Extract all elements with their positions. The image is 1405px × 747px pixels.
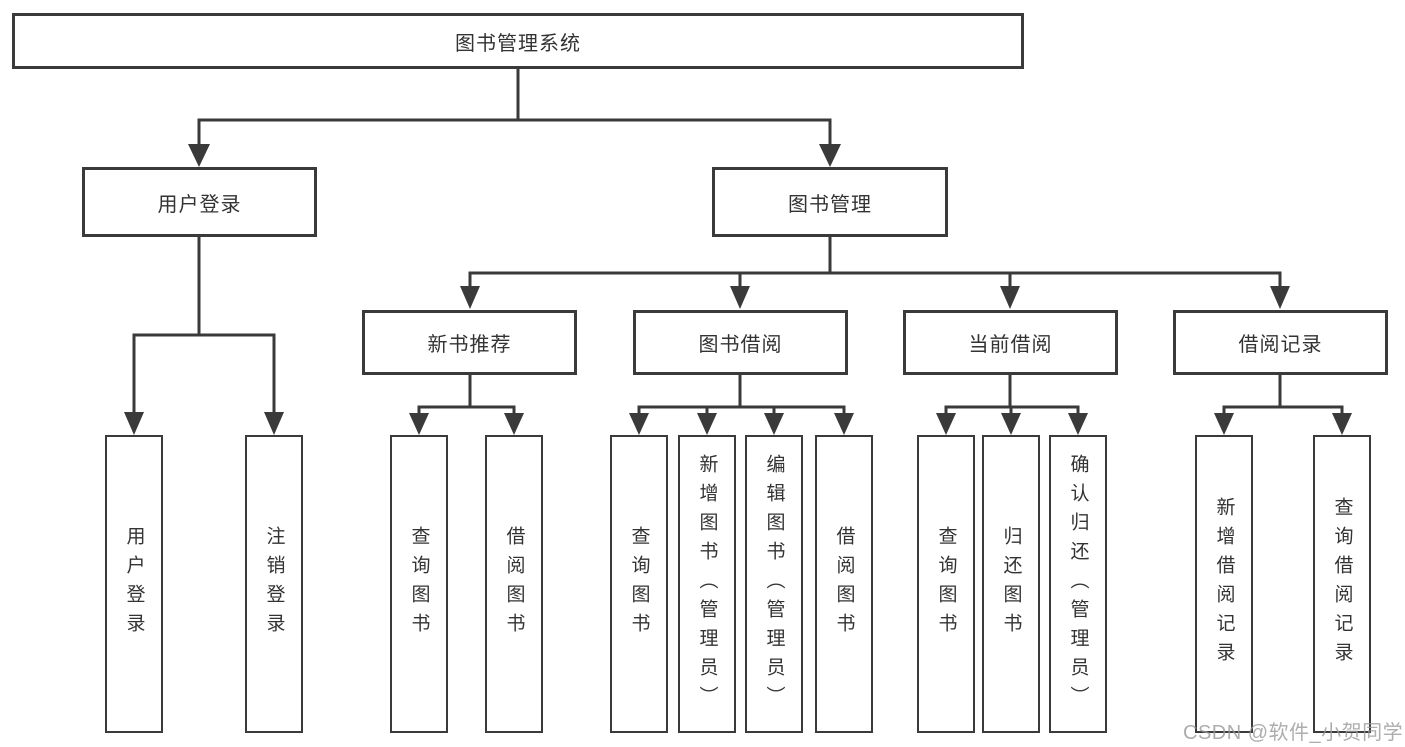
node-label: 注销登录 — [263, 526, 285, 642]
node-label: 查询图书 — [628, 526, 650, 642]
node-label: 确认归还（管理员） — [1067, 453, 1089, 715]
connector-book-management-branch — [460, 235, 1290, 309]
node-label: 借阅图书 — [833, 526, 855, 642]
connector-current-borrowing-branch — [936, 373, 1088, 435]
leaf-recommend-query-books: 查询图书 — [390, 435, 448, 733]
node-label: 新书推荐 — [427, 334, 512, 356]
node-label: 新增借阅记录 — [1213, 497, 1235, 671]
connector-user-login-branch — [124, 235, 284, 435]
node-label: 图书借阅 — [698, 334, 783, 356]
node-label: 当前借阅 — [968, 334, 1053, 356]
node-label: 查询图书 — [408, 526, 430, 642]
node-label: 查询借阅记录 — [1331, 497, 1353, 671]
node-label: 编辑图书（管理员） — [763, 453, 785, 715]
node-user-login-group: 用户登录 — [82, 167, 317, 237]
node-label: 借阅图书 — [503, 526, 525, 642]
leaf-current-confirm-return-admin: 确认归还（管理员） — [1049, 435, 1107, 733]
node-current-borrowing: 当前借阅 — [903, 310, 1118, 375]
node-label: 用户登录 — [123, 526, 145, 642]
connector-borrowing-records-branch — [1214, 373, 1352, 435]
node-book-management: 图书管理 — [712, 167, 948, 237]
leaf-current-return-books: 归还图书 — [982, 435, 1040, 733]
leaf-logout: 注销登录 — [245, 435, 303, 733]
node-label: 图书管理 — [788, 193, 872, 216]
connector-new-book-recommend-branch — [409, 373, 524, 435]
leaf-borrowing-borrow-books: 借阅图书 — [815, 435, 873, 733]
leaf-borrowing-edit-books-admin: 编辑图书（管理员） — [745, 435, 803, 733]
node-library-management-system: 图书管理系统 — [12, 13, 1024, 69]
node-book-borrowing: 图书借阅 — [633, 310, 848, 375]
connector-book-borrowing-branch — [629, 373, 854, 435]
node-label: 归还图书 — [1000, 526, 1022, 642]
node-borrowing-records: 借阅记录 — [1173, 310, 1388, 375]
leaf-recommend-borrow-books: 借阅图书 — [485, 435, 543, 733]
node-label: 图书管理系统 — [455, 32, 581, 55]
leaf-borrowing-add-books-admin: 新增图书（管理员） — [678, 435, 736, 733]
node-new-book-recommend: 新书推荐 — [362, 310, 577, 375]
connector-root-branch — [188, 67, 841, 167]
leaf-user-login: 用户登录 — [105, 435, 163, 733]
leaf-borrowing-query-books: 查询图书 — [610, 435, 668, 733]
node-label: 查询图书 — [935, 526, 957, 642]
node-label: 用户登录 — [157, 193, 242, 216]
leaf-current-query-books: 查询图书 — [917, 435, 975, 733]
node-label: 借阅记录 — [1238, 334, 1323, 356]
leaf-records-add-record: 新增借阅记录 — [1195, 435, 1253, 733]
csdn-watermark: CSDN @软件_小贺同学 — [1183, 722, 1404, 744]
node-label: 新增图书（管理员） — [696, 453, 718, 715]
leaf-records-query-record: 查询借阅记录 — [1313, 435, 1371, 733]
